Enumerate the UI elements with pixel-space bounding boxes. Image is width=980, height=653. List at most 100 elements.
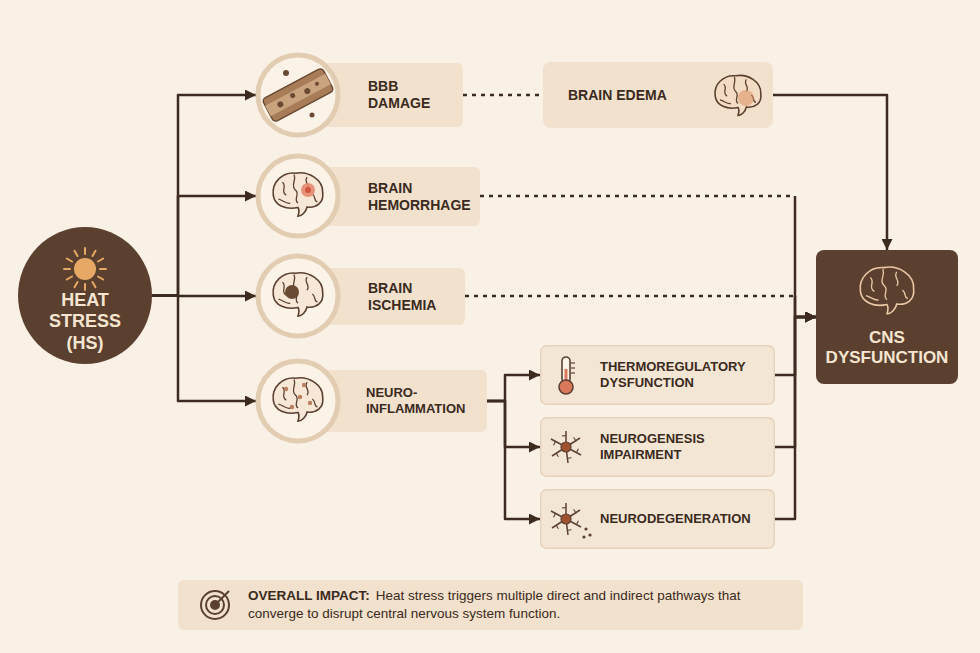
target-ring	[201, 591, 229, 619]
neuron-branch	[562, 507, 566, 508]
debris-dot	[584, 527, 587, 530]
connector-line	[465, 295, 795, 298]
icon-circle	[258, 361, 338, 441]
connector	[463, 95, 543, 96]
node-label: NEUROGENESIS IMPAIRMENT	[600, 431, 772, 462]
brain-icon	[860, 267, 914, 314]
node-label: NEURODEGENERATION	[600, 511, 772, 527]
sun-ray	[75, 282, 78, 287]
sun-ray	[93, 282, 96, 287]
vessel-lumen	[265, 74, 331, 117]
neuron-branch	[556, 453, 558, 457]
neuron-branch	[574, 509, 576, 513]
icon-circle	[258, 156, 338, 236]
edema-spot	[738, 90, 754, 106]
connector-line	[480, 195, 795, 198]
connector	[152, 95, 256, 296]
sun-ray	[67, 259, 72, 262]
node-label: CNS DYSFUNCTION	[820, 328, 954, 369]
bleed-core	[305, 187, 311, 193]
connector	[480, 196, 816, 317]
neuron-icon	[551, 503, 581, 535]
box-shape	[541, 346, 775, 405]
thermometer-tube	[562, 357, 570, 383]
sun-ray	[93, 251, 96, 256]
node-label: BBB DAMAGE	[368, 78, 454, 112]
connector-line	[152, 95, 256, 296]
connector-line	[795, 196, 816, 317]
box-shape	[541, 418, 775, 477]
text-area: THERMOREGULATORY DYSFUNCTION	[600, 345, 772, 405]
effect-box: THERMOREGULATORY DYSFUNCTION	[540, 345, 775, 405]
sun-ray	[84, 248, 86, 254]
vessel-cell	[314, 81, 319, 86]
inflammation-dot	[308, 401, 312, 405]
connector	[775, 317, 816, 519]
node-label: NEURO- INFLAMMATION	[366, 385, 484, 416]
target-arrow	[215, 591, 229, 605]
connector-line	[487, 375, 540, 401]
sun-disc	[74, 258, 96, 280]
node-label: HEAT STRESS (HS)	[32, 290, 138, 355]
brain-outline	[273, 273, 323, 316]
brain-icon	[273, 173, 323, 216]
brain-folds	[279, 380, 318, 409]
connector	[487, 401, 540, 519]
vessel-cell	[289, 92, 296, 99]
node-shape	[178, 580, 803, 630]
box-shape	[178, 580, 803, 630]
brain-folds	[866, 269, 908, 300]
thermometer-tick	[571, 372, 575, 373]
neuron-soma	[561, 442, 571, 452]
box-shape	[543, 62, 773, 128]
node-label: BRAIN EDEMA	[568, 87, 708, 104]
text-area: BBB DAMAGE	[368, 63, 454, 127]
effect-box: BRAIN EDEMA	[543, 62, 773, 128]
pathway-box: BBB DAMAGE	[256, 53, 463, 137]
neuron-branch	[577, 449, 579, 453]
pathway-box: NEURO- INFLAMMATION	[256, 359, 487, 443]
neuron-branch	[567, 457, 571, 459]
source-ellipse	[18, 227, 152, 364]
vessel-wall	[262, 68, 334, 123]
text-area: HEAT STRESS (HS)	[32, 291, 138, 353]
sun-ray	[98, 259, 103, 262]
label-plate	[316, 167, 480, 226]
node-shape	[256, 254, 465, 338]
inflammation-dot	[284, 387, 288, 391]
neuron-branch	[554, 513, 556, 517]
connector-line	[152, 196, 256, 296]
brain-icon	[273, 378, 323, 421]
connector-line	[463, 94, 543, 97]
inflammation-dot	[298, 395, 302, 399]
brain-folds	[279, 175, 318, 204]
ischemic-spot	[285, 285, 299, 299]
brain-outline	[273, 378, 323, 421]
brain-outline	[715, 75, 761, 115]
node-label: THERMOREGULATORY DYSFUNCTION	[600, 359, 772, 390]
neuron-soma	[561, 514, 571, 524]
text-area: NEURO- INFLAMMATION	[366, 370, 484, 432]
connector	[152, 196, 256, 296]
summary-heading: OVERALL IMPACT:	[248, 588, 370, 603]
sun-ray	[100, 268, 106, 270]
neuron-branch	[577, 521, 579, 525]
neuron-icon	[551, 431, 581, 463]
connector	[773, 95, 887, 250]
connector-line	[487, 401, 540, 519]
sun-ray	[84, 284, 86, 290]
text-area: CNS DYSFUNCTION	[820, 320, 954, 376]
connector-line	[773, 95, 887, 250]
box-shape	[541, 490, 775, 549]
connector-line	[775, 317, 816, 519]
summary-box: OVERALL IMPACT:Heat stress triggers mult…	[178, 580, 803, 630]
brain-icon	[273, 273, 323, 316]
thermometer-tick	[571, 362, 575, 363]
neuron-branch	[574, 437, 576, 441]
effect-box: NEURODEGENERATION	[540, 489, 775, 549]
node-shape	[256, 154, 480, 238]
inflammation-dot	[302, 383, 306, 387]
sun-ray	[75, 251, 78, 256]
icon-circle	[258, 256, 338, 336]
